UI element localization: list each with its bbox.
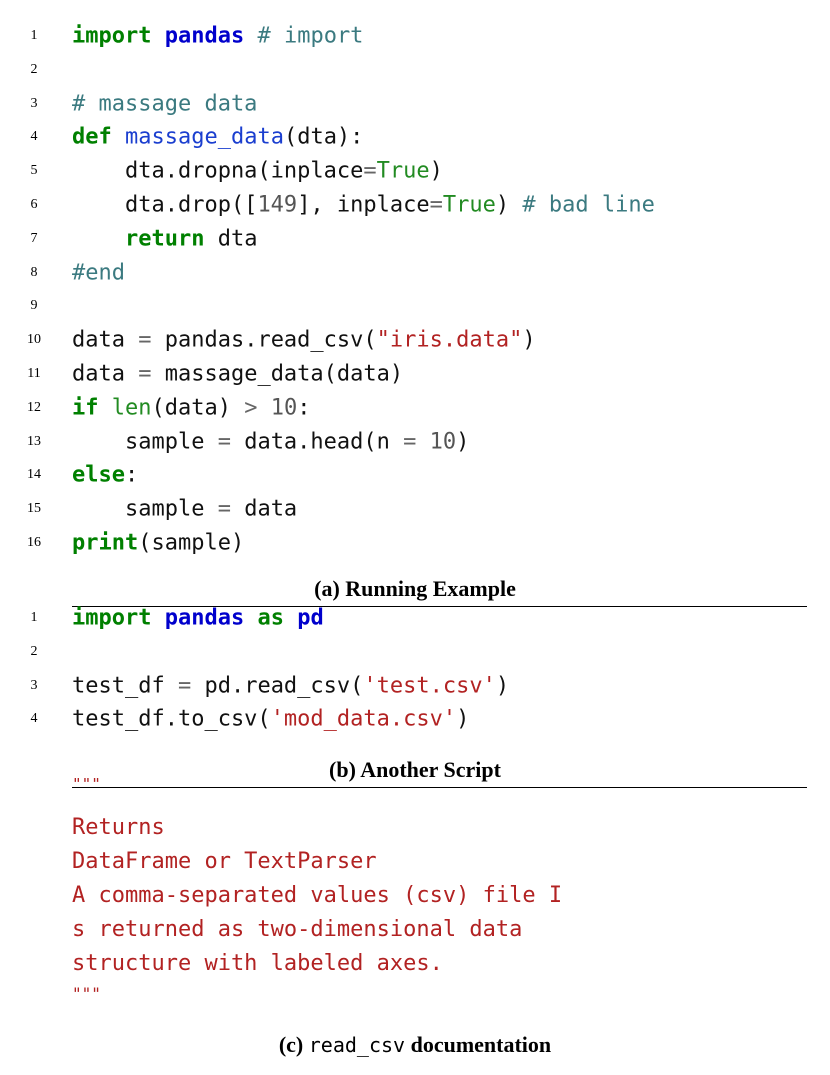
code-text: test_df.to_csv('mod_data.csv')	[72, 706, 470, 732]
caption-function-name: read_csv	[308, 1033, 406, 1057]
line-number: 2	[30, 61, 38, 77]
docstring-line: structure with labeled axes.	[72, 951, 443, 976]
code-line: 1 import pandas as pd	[0, 601, 830, 635]
code-line: 15 sample = data	[0, 492, 830, 526]
line-number: 14	[27, 467, 41, 483]
code-line: 3 # massage data	[0, 87, 830, 121]
line-number: 11	[27, 366, 41, 381]
code-line: 6 dta.drop([149], inplace=True) # bad li…	[0, 188, 830, 222]
code-text: sample = data.head(n = 10)	[72, 429, 470, 455]
code-text: #end	[72, 260, 125, 286]
code-line: 11 data = massage_data(data)	[0, 357, 830, 391]
caption-prefix: (c)	[278, 1032, 304, 1057]
code-line: 7 return dta	[0, 222, 830, 256]
code-text: def massage_data(dta):	[72, 124, 364, 150]
caption-running-example: (a) Running Example	[314, 576, 516, 601]
code-text: else:	[72, 462, 139, 488]
docstring-line: DataFrame or TextParser	[72, 849, 377, 874]
divider	[72, 787, 807, 788]
line-number: 2	[30, 643, 38, 659]
code-line: 9	[0, 289, 830, 323]
code-text: sample = data	[72, 496, 298, 522]
line-number: 8	[30, 264, 38, 280]
code-line: 4 test_df.to_csv('mod_data.csv')	[0, 702, 830, 736]
docstring-open-quotes: """	[72, 778, 101, 790]
line-number: 7	[30, 230, 38, 246]
code-line: 3 test_df = pd.read_csv('test.csv')	[0, 669, 830, 703]
code-text: dta.drop([149], inplace=True) # bad line	[72, 192, 655, 218]
line-number: 4	[30, 129, 38, 145]
code-text: data = pandas.read_csv("iris.data")	[72, 327, 536, 353]
code-line: 14 else:	[0, 458, 830, 492]
caption-suffix: documentation	[410, 1032, 552, 1057]
code-line: 12 if len(data) > 10:	[0, 391, 830, 425]
line-number: 6	[30, 197, 38, 212]
code-line: 4 def massage_data(dta):	[0, 120, 830, 154]
code-text: import pandas # import	[72, 23, 364, 49]
code-line: 13 sample = data.head(n = 10)	[0, 425, 830, 459]
code-text: print(sample)	[72, 530, 245, 556]
line-number: 10	[27, 332, 41, 348]
line-number: 3	[30, 677, 38, 693]
code-line: 1 import pandas # import	[0, 19, 830, 53]
caption-read-csv-documentation: (c) read_csv documentation	[0, 1032, 830, 1058]
line-number: 3	[30, 95, 38, 111]
code-text: import pandas as pd	[72, 605, 324, 631]
code-text: data = massage_data(data)	[72, 361, 404, 387]
code-line: 16 print(sample)	[0, 526, 830, 560]
line-number: 12	[27, 399, 41, 415]
code-text: return dta	[124, 226, 258, 252]
code-line: 2	[0, 53, 830, 87]
caption-another-script: (b) Another Script	[329, 757, 501, 782]
docstring-line: Returns	[72, 815, 165, 840]
line-number: 15	[27, 501, 41, 517]
docstring-line: s returned as two-dimensional data	[72, 917, 523, 942]
code-line: 2	[0, 635, 830, 669]
code-line: 5 dta.dropna(inplace=True)	[0, 154, 830, 188]
docstring-line: A comma-separated values (csv) file I	[72, 883, 563, 908]
code-text: # massage data	[72, 91, 258, 117]
line-number: 9	[30, 298, 38, 314]
divider	[72, 606, 807, 607]
line-number: 13	[27, 433, 41, 449]
code-text: dta.dropna(inplace=True)	[72, 158, 443, 184]
line-number: 4	[30, 711, 38, 727]
line-number: 1	[30, 28, 38, 43]
code-text: if len(data) > 10:	[72, 395, 311, 421]
line-number: 1	[30, 610, 38, 625]
code-line: 10 data = pandas.read_csv("iris.data")	[0, 323, 830, 357]
line-number: 16	[27, 535, 41, 550]
docstring-close-quotes: """	[72, 984, 101, 1003]
line-number: 5	[30, 163, 38, 179]
code-text: test_df = pd.read_csv('test.csv')	[72, 673, 510, 699]
code-line: 8 #end	[0, 256, 830, 290]
